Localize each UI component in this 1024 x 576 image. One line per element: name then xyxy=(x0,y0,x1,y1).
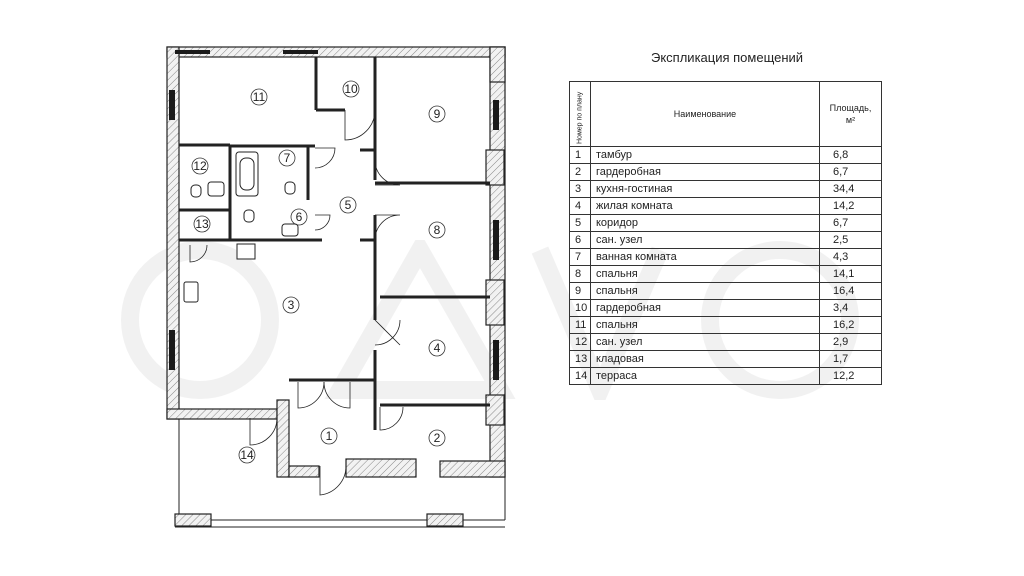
floor-plan: 1 2 3 4 5 6 7 8 9 10 11 12 13 14 xyxy=(166,46,506,528)
room-number-4: 4 xyxy=(434,341,441,355)
room-number-1: 1 xyxy=(326,429,333,443)
row-area: 16,4 xyxy=(819,282,882,300)
row-area: 1,7 xyxy=(819,350,882,368)
header-name: Наименование xyxy=(590,81,820,147)
room-number-9: 9 xyxy=(434,107,441,121)
row-name: спальня xyxy=(590,316,820,334)
room-number-6: 6 xyxy=(296,210,303,224)
row-name: кладовая xyxy=(590,350,820,368)
row-number: 1 xyxy=(569,146,591,164)
row-number: 9 xyxy=(569,282,591,300)
row-area: 14,1 xyxy=(819,265,882,283)
row-area: 2,5 xyxy=(819,231,882,249)
row-area: 6,7 xyxy=(819,163,882,181)
row-area: 16,2 xyxy=(819,316,882,334)
row-number: 7 xyxy=(569,248,591,266)
header-area-unit: м² xyxy=(845,115,856,125)
row-area: 3,4 xyxy=(819,299,882,317)
row-number: 10 xyxy=(569,299,591,317)
row-name: спальня xyxy=(590,282,820,300)
row-name: гардеробная xyxy=(590,299,820,317)
room-number-3: 3 xyxy=(288,298,295,312)
room-number-14: 14 xyxy=(240,448,254,462)
room-number-10: 10 xyxy=(344,82,358,96)
room-labels xyxy=(191,80,446,464)
room-number-7: 7 xyxy=(284,151,291,165)
row-number: 2 xyxy=(569,163,591,181)
row-name: кухня-гостиная xyxy=(590,180,820,198)
windows xyxy=(169,50,499,380)
room-numbers: 1 2 3 4 5 6 7 8 9 10 11 12 13 14 xyxy=(193,82,440,462)
row-name: спальня xyxy=(590,265,820,283)
row-area: 6,7 xyxy=(819,214,882,232)
row-area: 2,9 xyxy=(819,333,882,351)
row-name: сан. узел xyxy=(590,231,820,249)
row-name: сан. узел xyxy=(590,333,820,351)
table-header-row: Номер по плану Наименование Площадь, м² xyxy=(569,81,882,147)
row-area: 6,8 xyxy=(819,146,882,164)
row-number: 5 xyxy=(569,214,591,232)
table-title: Экспликация помещений xyxy=(651,50,804,65)
header-area-label: Площадь, xyxy=(829,103,872,113)
row-name: коридор xyxy=(590,214,820,232)
room-number-11: 11 xyxy=(253,90,266,104)
row-number: 3 xyxy=(569,180,591,198)
row-area: 34,4 xyxy=(819,180,882,198)
interior-walls xyxy=(179,57,490,430)
row-number: 8 xyxy=(569,265,591,283)
row-number: 11 xyxy=(569,316,591,334)
bath-fixtures xyxy=(183,151,299,303)
row-number: 13 xyxy=(569,350,591,368)
exterior-walls xyxy=(166,46,506,478)
row-name: тамбур xyxy=(590,146,820,164)
explication-table: Номер по плану Наименование Площадь, м² … xyxy=(569,81,882,385)
room-number-2: 2 xyxy=(434,431,441,445)
row-name: терраса xyxy=(590,367,820,385)
terrace-steps xyxy=(174,513,464,527)
row-area: 14,2 xyxy=(819,197,882,215)
doors xyxy=(189,109,404,496)
row-number: 6 xyxy=(569,231,591,249)
room-number-12: 12 xyxy=(193,159,207,173)
row-name: ванная комната xyxy=(590,248,820,266)
row-area: 4,3 xyxy=(819,248,882,266)
room-number-8: 8 xyxy=(434,223,441,237)
header-number: Номер по плану xyxy=(569,81,591,147)
row-name: жилая комната xyxy=(590,197,820,215)
room-number-13: 13 xyxy=(195,217,209,231)
header-area: Площадь, м² xyxy=(819,81,882,147)
row-name: гардеробная xyxy=(590,163,820,181)
row-number: 12 xyxy=(569,333,591,351)
room-number-5: 5 xyxy=(345,198,352,212)
row-number: 4 xyxy=(569,197,591,215)
row-number: 14 xyxy=(569,367,591,385)
row-area: 12,2 xyxy=(819,367,882,385)
